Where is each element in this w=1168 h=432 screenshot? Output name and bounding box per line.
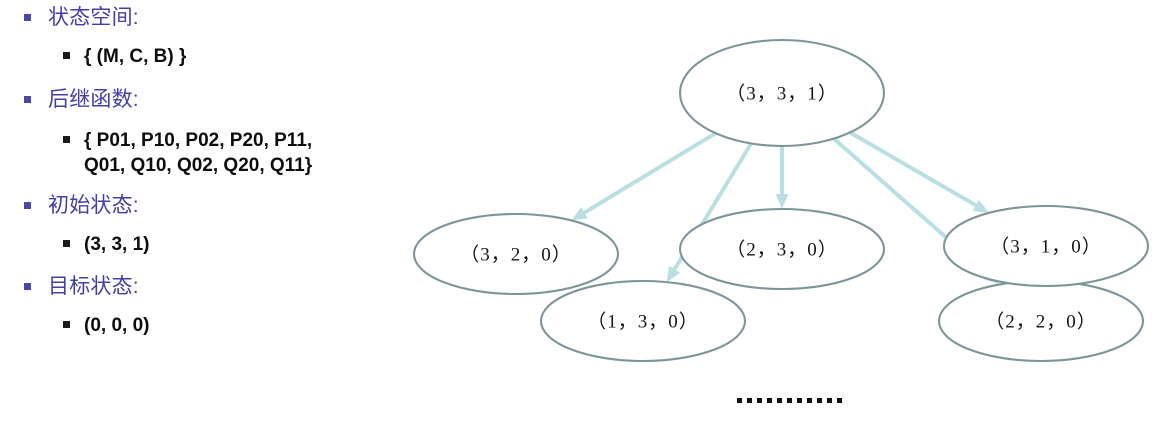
bullet-text: 初始状态: — [48, 194, 139, 217]
bullet-item-state-space: 状态空间: — [24, 4, 139, 31]
tree-edge-arrowhead-icon — [571, 207, 588, 221]
tree-edges — [571, 130, 1000, 285]
state-node-ellipse — [678, 38, 886, 148]
state-node-label: （3，1，0） — [990, 236, 1102, 258]
state-node-label: （2，3，0） — [726, 239, 838, 261]
bullet-item-initial-state: 初始状态: — [24, 192, 139, 219]
bullet-text: (0, 0, 0) — [84, 315, 150, 336]
bullet-marker-square-icon — [24, 283, 31, 290]
bullet-item-initial-state-detail: (3, 3, 1) — [63, 232, 149, 257]
tree-edge-arrowhead-icon — [775, 194, 789, 209]
ellipsis-dot — [837, 398, 842, 403]
tree-nodes: （3，3，1） （3，2，0） （1，3，0） （2，3，0） （2，2，0） （3，1，… — [412, 38, 1150, 363]
bullet-text: 状态空间: — [48, 6, 139, 29]
state-node[interactable]: （1，3，0） — [539, 279, 747, 363]
state-node[interactable]: （3，1，0） — [942, 204, 1150, 288]
bullet-list: 状态空间: { (M, C, B) } 后继函数: { P01, P10, P0… — [0, 0, 400, 432]
bullet-text-line1: { P01, P10, P02, P20, P11, — [84, 130, 313, 151]
bullet-text-line2: Q01, Q10, Q02, Q20, Q11} — [84, 155, 313, 176]
ellipsis-dot — [777, 398, 782, 403]
bullet-marker-square-icon — [24, 96, 31, 103]
ellipsis-dot — [817, 398, 822, 403]
state-node[interactable]: （2，3，0） — [678, 207, 886, 291]
bullet-text: (3, 3, 1) — [84, 234, 150, 255]
state-node-ellipse — [412, 212, 620, 296]
ellipsis-dot — [767, 398, 772, 403]
ellipsis-dot — [827, 398, 832, 403]
bullet-text: { P01, P10, P02, P20, P11, Q01, Q10, Q02,… — [84, 128, 312, 178]
tree-svg: （3，3，1） （3，2，0） （1，3，0） （2，3，0） （2，2，0） （3，1，… — [412, 38, 1150, 363]
ellipsis-dot — [737, 398, 742, 403]
state-node[interactable]: （2，2，0） — [937, 279, 1145, 363]
bullet-marker-square-icon — [63, 136, 70, 143]
ellipsis-dot — [757, 398, 762, 403]
bullet-marker-square-icon — [63, 52, 70, 59]
ellipsis-dot — [747, 398, 752, 403]
bullet-text: { (M, C, B) } — [84, 46, 187, 67]
state-node-ellipse — [678, 207, 886, 291]
state-space-tree-diagram: （3，3，1） （3，2，0） （1，3，0） （2，3，0） （2，2，0） （3，1，… — [400, 0, 1168, 432]
bullet-marker-square-icon — [24, 202, 31, 209]
bullet-item-successor-function: 后继函数: — [24, 86, 139, 113]
bullet-text: 后继函数: — [48, 88, 139, 111]
ellipsis-dot — [797, 398, 802, 403]
state-node-label: （1，3，0） — [587, 311, 699, 333]
state-node[interactable]: （3，3，1） — [678, 38, 886, 148]
tree-edge-arrowhead-icon — [666, 265, 681, 283]
state-node[interactable]: （3，2，0） — [412, 212, 620, 296]
bullet-item-successor-function-detail: { P01, P10, P02, P20, P11, Q01, Q10, Q02,… — [63, 128, 312, 178]
bullet-item-state-space-detail: { (M, C, B) } — [63, 44, 186, 69]
ellipsis-dot — [807, 398, 812, 403]
bullet-item-goal-state: 目标状态: — [24, 273, 139, 300]
bullet-marker-square-icon — [63, 321, 70, 328]
ellipsis-dot — [787, 398, 792, 403]
tree-edge — [577, 131, 717, 218]
tree-edge — [849, 130, 983, 211]
bullet-text: 目标状态: — [48, 275, 139, 298]
bullet-item-goal-state-detail: (0, 0, 0) — [63, 313, 149, 338]
tree-edge-arrowhead-icon — [972, 199, 989, 213]
state-node-ellipse — [942, 204, 1150, 288]
state-node-ellipse — [539, 279, 747, 363]
state-node-label: （3，2，0） — [460, 244, 572, 266]
bullet-marker-square-icon — [24, 14, 31, 21]
continuation-ellipsis — [737, 398, 842, 403]
bullet-marker-square-icon — [63, 240, 70, 247]
state-node-label: （2，2，0） — [985, 311, 1097, 333]
state-node-label: （3，3，1） — [726, 83, 838, 105]
